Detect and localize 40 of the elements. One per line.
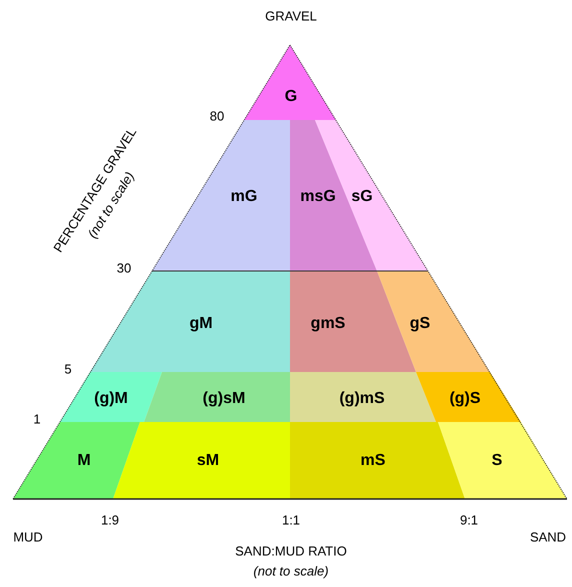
class-label: M [77,451,91,471]
class-region [290,372,436,422]
class-label: (g)sM [202,389,246,409]
class-label: (g)S [449,389,481,409]
axis-label: GRAVEL [265,7,317,26]
class-label: msG [300,187,336,207]
class-region [144,372,290,422]
tick-label: 30 [116,259,132,278]
tick-label: 5 [64,360,72,378]
tick-label: 80 [210,107,224,126]
class-region [438,422,567,499]
axis-title: SAND:MUD RATIO [235,542,347,560]
class-label: (g)M [94,389,128,409]
class-label: S [492,451,502,471]
class-label: gM [189,314,213,334]
class-label: G [284,87,298,107]
class-region [377,271,490,372]
tick-label: 1:1 [282,511,300,530]
tick-label: 1:9 [100,511,120,530]
class-label: mS [360,451,386,471]
class-label: sM [196,451,220,471]
axis-label: MUD [13,528,43,546]
class-region [290,422,465,499]
class-label: gmS [310,314,346,334]
class-label: gS [410,314,430,334]
class-label: (g)mS [339,389,385,409]
class-label: sG [351,187,373,207]
tick-label: 9:1 [460,511,478,530]
class-region [290,120,377,271]
class-region [90,271,290,372]
class-region [13,422,140,499]
class-region [416,372,521,422]
tick-label: 1 [33,410,41,428]
class-label: mG [230,187,258,207]
class-region [244,45,336,120]
axis-subtitle: (not to scale) [253,562,329,580]
axis-label: SAND [530,528,566,546]
class-region [60,372,162,422]
class-region [152,120,290,271]
class-region [113,422,290,499]
